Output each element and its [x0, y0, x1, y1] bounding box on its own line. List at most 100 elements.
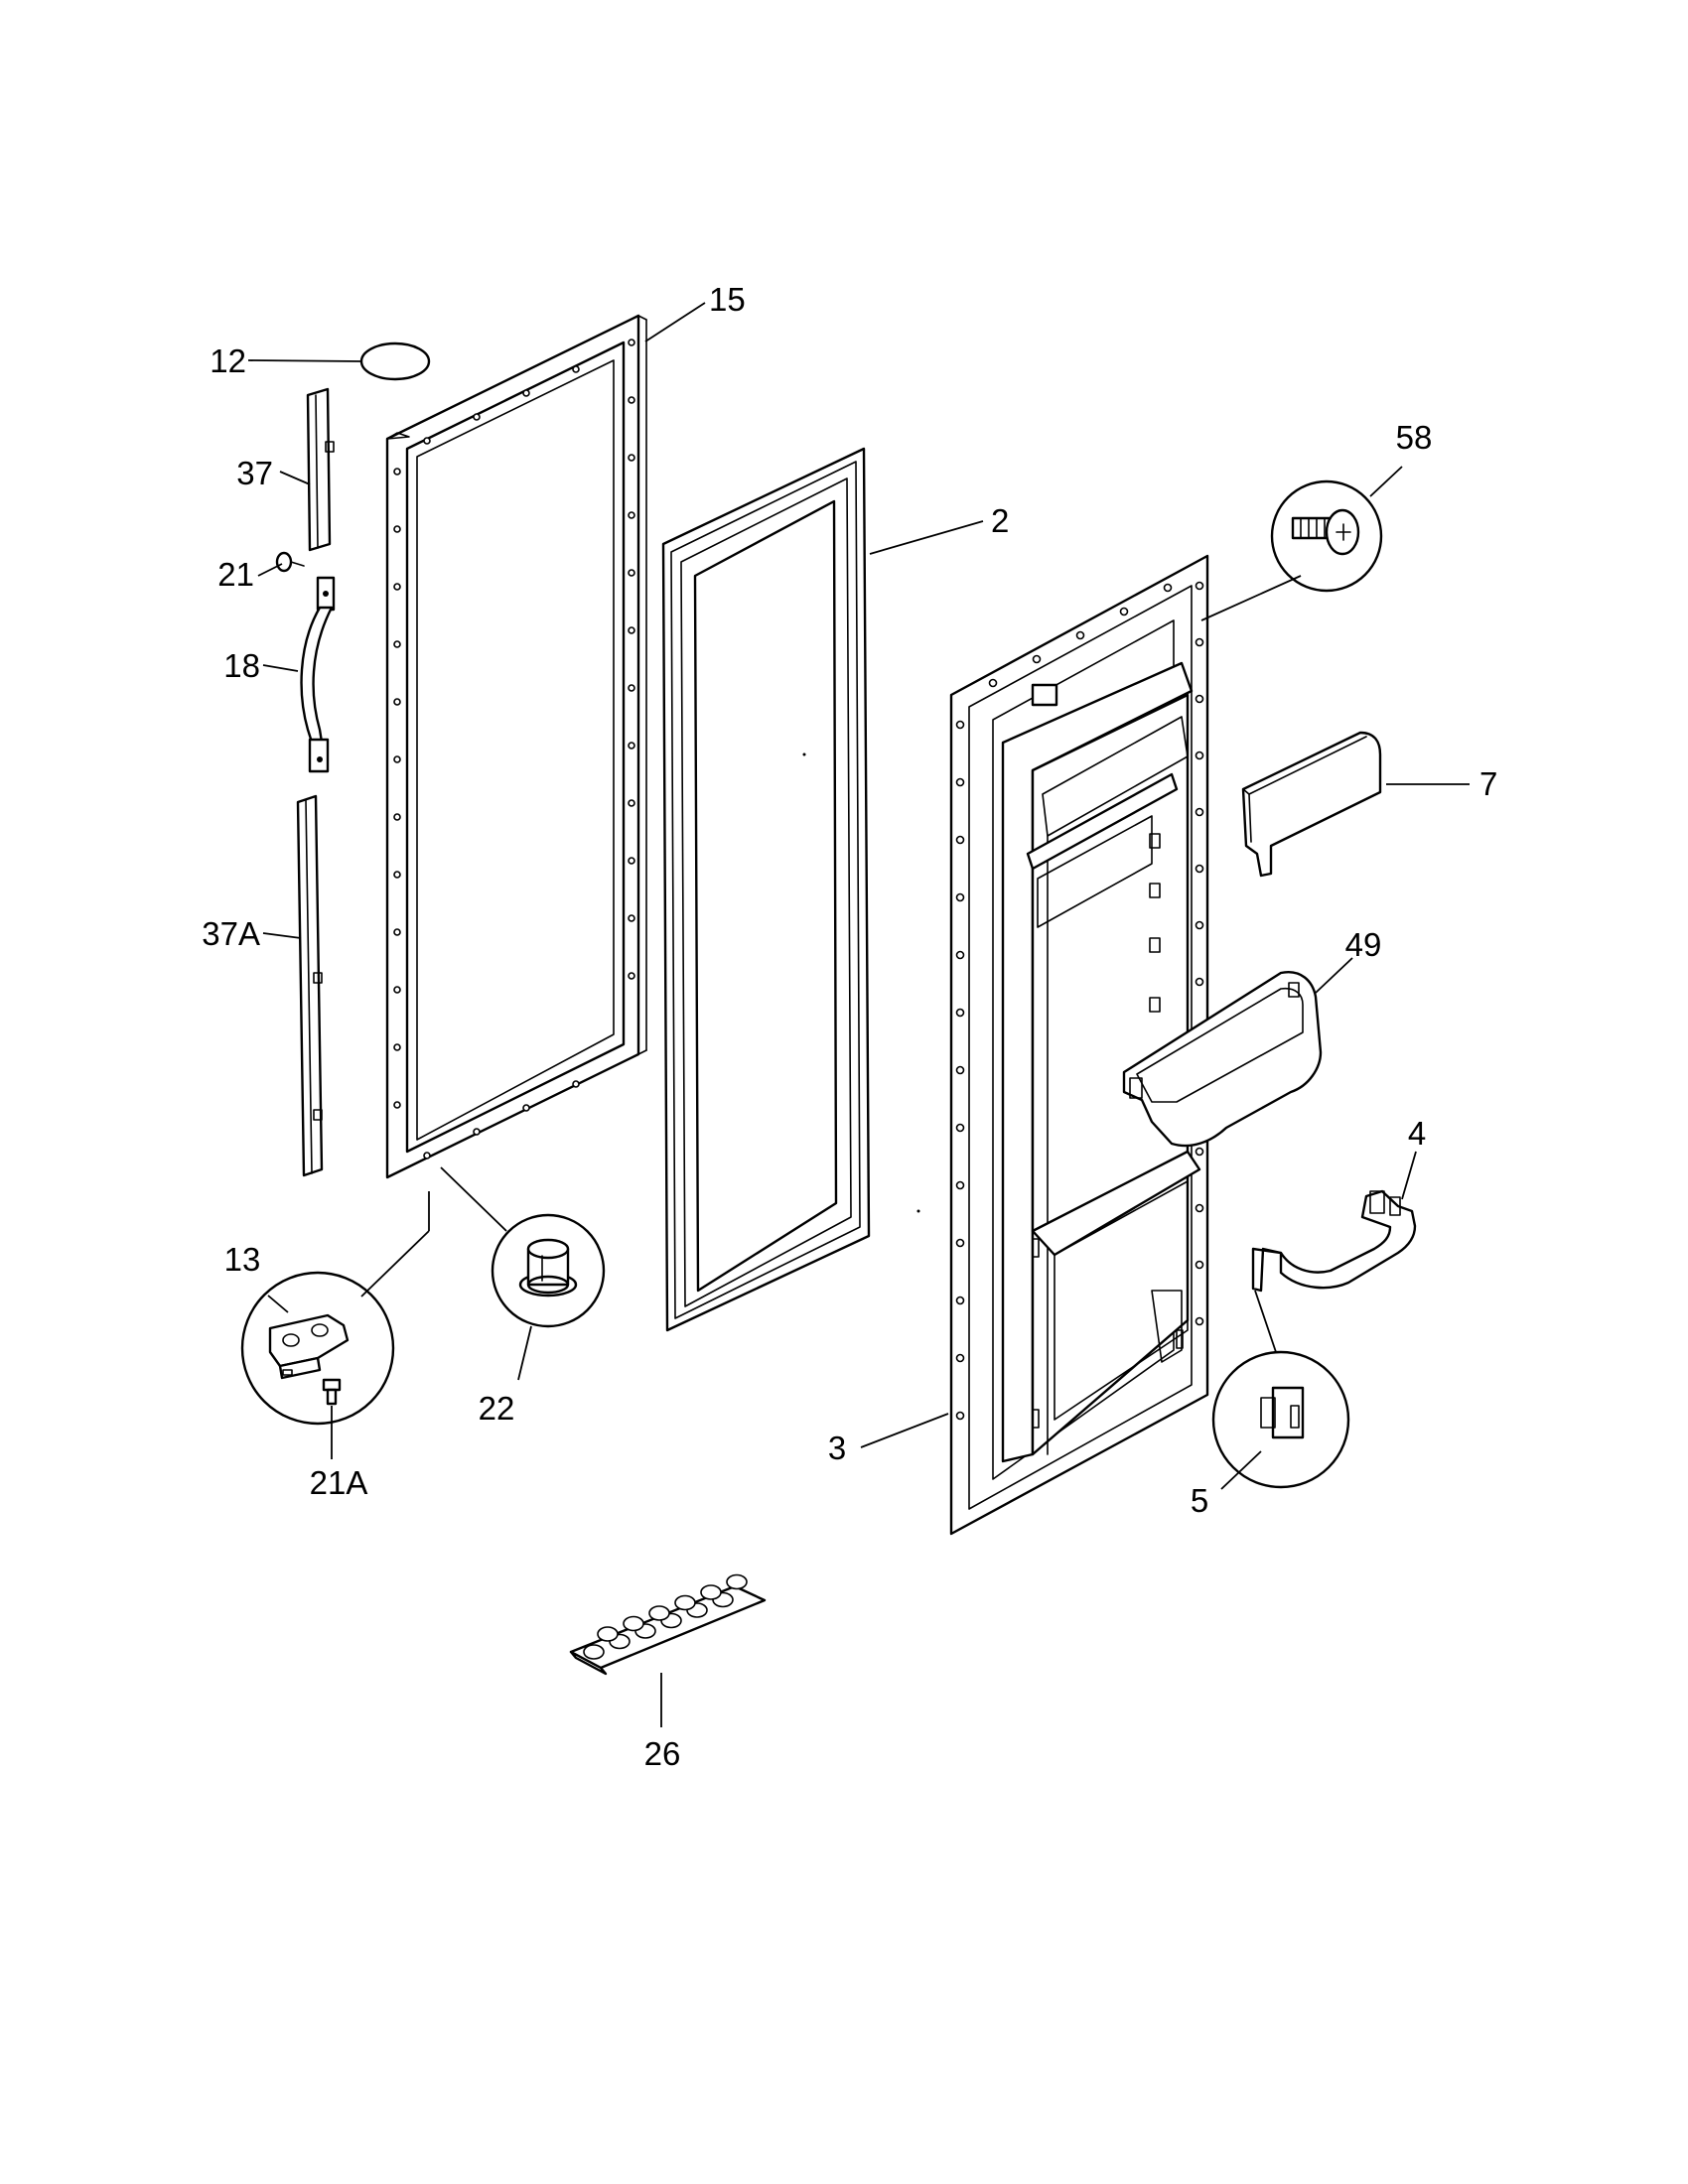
clip-detail	[1211, 1350, 1350, 1489]
mounting-hole	[393, 1101, 401, 1109]
leader-lines	[247, 302, 1470, 1727]
mounting-hole	[1195, 1203, 1204, 1213]
mounting-hole	[1195, 1260, 1204, 1270]
screw-21	[275, 551, 305, 573]
callout-labels: 15 12 37 21 18 37A 13 21A 22 2 58 7 49 4…	[202, 281, 1497, 1772]
callout-58: 58	[1396, 419, 1433, 456]
mounting-hole	[393, 871, 401, 879]
mounting-hole	[1119, 607, 1129, 616]
mounting-hole	[628, 799, 635, 807]
mounting-hole	[955, 1238, 965, 1248]
mounting-hole	[628, 972, 635, 980]
mounting-hole	[1195, 581, 1204, 591]
egg-cup	[583, 1644, 605, 1660]
dairy-door	[1241, 731, 1382, 878]
mounting-hole	[955, 1411, 965, 1421]
lower-trim-strip	[296, 794, 324, 1177]
mounting-hole	[955, 1123, 965, 1133]
mounting-hole	[628, 857, 635, 865]
callout-18: 18	[223, 647, 260, 684]
mounting-hole	[955, 1065, 965, 1075]
mounting-hole	[1195, 920, 1204, 930]
mounting-hole	[423, 437, 431, 445]
bushing-detail	[491, 1213, 606, 1328]
mounting-hole	[423, 1152, 431, 1160]
mounting-hole	[955, 1180, 965, 1190]
mounting-hole	[955, 835, 965, 845]
callout-5: 5	[1191, 1482, 1208, 1519]
callout-21: 21	[217, 556, 254, 593]
mounting-hole	[1195, 864, 1204, 874]
mounting-hole	[988, 678, 998, 688]
mounting-hole	[955, 1008, 965, 1018]
mounting-hole	[522, 1104, 530, 1112]
mounting-hole	[1163, 583, 1173, 593]
egg-cup	[623, 1615, 644, 1632]
mounting-hole	[393, 525, 401, 533]
mounting-hole	[628, 511, 635, 519]
mounting-hole	[955, 1353, 965, 1363]
egg-cup	[597, 1626, 619, 1642]
callout-3: 3	[828, 1430, 846, 1466]
mounting-hole	[1195, 977, 1204, 987]
callout-26: 26	[644, 1735, 681, 1772]
door-bin	[1122, 971, 1323, 1148]
mounting-hole	[955, 1296, 965, 1305]
oval-badge	[359, 341, 431, 381]
mounting-hole	[572, 365, 580, 373]
mounting-hole	[955, 720, 965, 730]
mounting-hole	[473, 1128, 481, 1136]
mounting-hole	[955, 892, 965, 902]
callout-49: 49	[1345, 926, 1382, 963]
callout-12: 12	[210, 342, 246, 379]
mounting-hole	[628, 914, 635, 922]
mounting-hole	[393, 1043, 401, 1051]
callout-7: 7	[1479, 765, 1497, 802]
mounting-hole	[1195, 1316, 1204, 1326]
door-handle	[300, 576, 336, 773]
door-gasket	[661, 447, 871, 1332]
callout-37: 37	[236, 455, 273, 491]
mounting-hole	[628, 396, 635, 404]
mounting-hole	[393, 986, 401, 994]
egg-cup	[726, 1573, 748, 1590]
callout-21A: 21A	[310, 1464, 368, 1501]
callout-2: 2	[991, 502, 1009, 539]
mounting-hole	[393, 698, 401, 706]
callout-15: 15	[709, 281, 746, 318]
mounting-hole	[628, 626, 635, 634]
callout-13: 13	[224, 1241, 261, 1278]
mounting-hole	[1195, 1147, 1204, 1157]
callout-22: 22	[479, 1390, 515, 1427]
mounting-hole	[393, 813, 401, 821]
mounting-hole	[628, 569, 635, 577]
mounting-hole	[628, 684, 635, 692]
mounting-hole	[628, 742, 635, 750]
mounting-hole	[955, 950, 965, 960]
screw-detail	[1270, 479, 1383, 593]
mounting-hole	[1195, 751, 1204, 760]
mounting-hole	[393, 468, 401, 476]
upper-trim-strip	[306, 387, 335, 552]
door-liner	[916, 554, 1209, 1536]
mounting-hole	[393, 755, 401, 763]
mounting-hole	[393, 928, 401, 936]
mounting-hole	[955, 777, 965, 787]
egg-cup	[674, 1594, 696, 1611]
mounting-hole	[473, 413, 481, 421]
callout-4: 4	[1408, 1115, 1426, 1152]
mounting-hole	[1195, 694, 1204, 704]
egg-tray	[569, 1573, 767, 1676]
hinge-detail	[240, 1271, 395, 1426]
egg-cup	[700, 1584, 722, 1600]
mounting-hole	[1032, 654, 1042, 664]
egg-cup	[648, 1605, 670, 1621]
mounting-hole	[572, 1080, 580, 1088]
mounting-hole	[628, 454, 635, 462]
mounting-hole	[393, 640, 401, 648]
mounting-hole	[1075, 630, 1085, 640]
door-outer-panel	[385, 314, 647, 1179]
retainer-bracket	[1251, 1189, 1417, 1293]
mounting-hole	[393, 583, 401, 591]
